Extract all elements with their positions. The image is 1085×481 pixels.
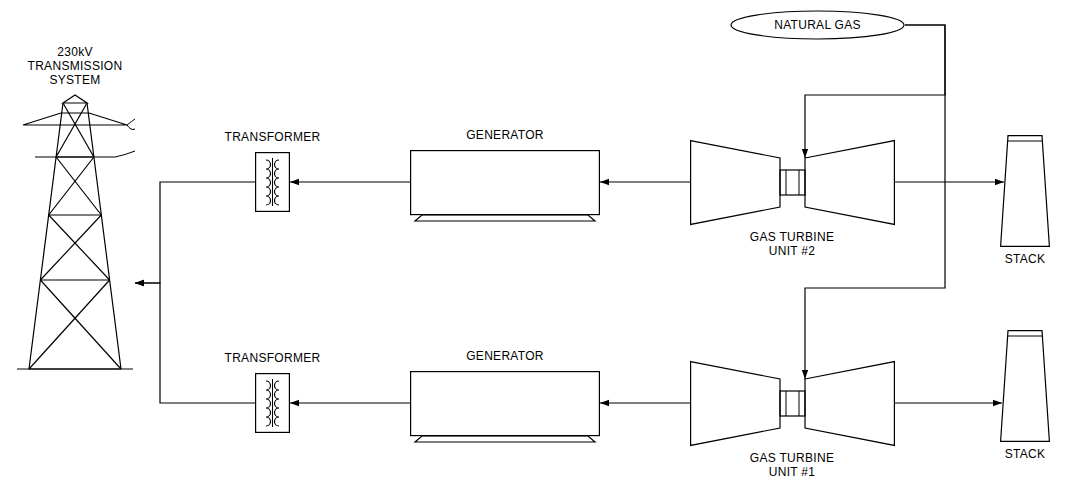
fuel-source: NATURAL GAS (730, 10, 905, 40)
flow-connector (135, 182, 255, 283)
transformer: TRANSFORMER (255, 152, 290, 212)
generator-symbol (410, 150, 600, 222)
transformer-symbol (255, 152, 290, 212)
node-label: GAS TURBINE UNIT #1 (746, 451, 838, 479)
transformer-symbol (255, 373, 290, 433)
exhaust-stack: STACK (1000, 330, 1050, 442)
flow-connector (895, 181, 1004, 182)
transformer: TRANSFORMER (255, 373, 290, 433)
flow-connector (135, 283, 255, 403)
node-label: GAS TURBINE UNIT #2 (746, 230, 838, 258)
generator: GENERATOR (410, 150, 600, 222)
transmission-system: 230kV TRANSMISSION SYSTEM (15, 95, 135, 375)
generator-symbol (410, 371, 600, 443)
gas-turbine-symbol (690, 361, 895, 446)
flow-connector (290, 402, 410, 403)
flow-connector (805, 25, 945, 158)
node-label: TRANSFORMER (225, 130, 321, 144)
node-label: STACK (1005, 447, 1046, 461)
node-label: GENERATOR (466, 349, 544, 363)
gas-turbine-symbol (690, 140, 895, 225)
gas-turbine: GAS TURBINE UNIT #1 (690, 361, 895, 446)
node-label: TRANSFORMER (225, 351, 321, 365)
node-label: GENERATOR (466, 128, 544, 142)
flow-connector (290, 181, 410, 182)
exhaust-stack: STACK (1000, 135, 1050, 247)
node-label: 230kV TRANSMISSION SYSTEM (27, 45, 123, 87)
node-label: NATURAL GAS (774, 18, 861, 32)
flow-connector (600, 402, 690, 403)
flow-connector (805, 25, 945, 379)
stack-symbol (1000, 135, 1050, 247)
flow-connector (600, 181, 690, 182)
node-label: STACK (1005, 252, 1046, 266)
transmission-tower (15, 95, 135, 375)
flow-connector (895, 402, 1002, 403)
stack-symbol (1000, 330, 1050, 442)
generator: GENERATOR (410, 371, 600, 443)
gas-turbine: GAS TURBINE UNIT #2 (690, 140, 895, 225)
